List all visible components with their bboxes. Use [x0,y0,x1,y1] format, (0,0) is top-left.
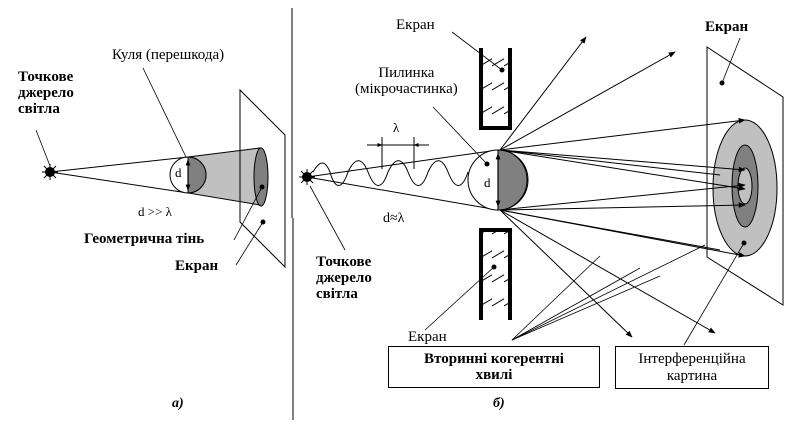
secondary-waves-line2: хвилі [475,367,513,383]
wavelength-marker [367,137,429,169]
geometric-shadow [253,147,269,207]
screen-right-label: Екран [705,19,749,35]
secondary-waves-box: Вторинні когерентні хвилі [388,346,600,388]
point-source-icon-b [299,169,315,185]
interference-box: Інтерференційна картина [615,346,769,389]
ray-bottom-b [306,176,499,211]
leader-particle [432,106,488,165]
screen-bottom-label: Екран [408,329,447,345]
diameter-label-a: d [175,165,182,180]
secondary-waves-line1: Вторинні когерентні [424,350,564,367]
panel-b [299,31,784,346]
source-label-a-line2: джерело [18,84,74,101]
interference-line1: Інтерференційна [638,351,746,367]
ray-bottom-a [49,171,189,194]
particle-shadow-half [497,149,528,211]
source-label-a: Точкове джерело світла [18,69,74,117]
leader-shadow [233,186,263,241]
source-label-b-line1: Точкове [316,254,372,270]
interference-line2: картина [666,367,718,384]
source-label-b-line2: джерело [316,269,372,286]
secondary-rays-bottom [499,182,746,338]
diameter-label-b: d [484,175,491,190]
leader-screen-bottom [424,266,495,331]
source-label-a-line1: Точкове [18,69,74,85]
particle-label: Пилинка (мікрочастинка) [355,65,458,98]
condition-label-b: d≈λ [383,211,405,226]
leader-source-a [35,129,51,167]
screen-label-a: Екран [175,258,219,274]
leader-screen-right [721,37,741,84]
sphere-shadow-half [187,156,207,194]
particle-label-line1: Пилинка [378,65,435,81]
ray-top-b [306,149,499,178]
condition-label-a: d >> λ [138,204,172,219]
leader-secondary-waves [511,244,706,341]
light-wave [312,160,469,186]
source-label-b-line3: світла [316,285,358,302]
shadow-label: Геометрична тінь [84,231,205,247]
source-label-b: Точкове джерело світла [316,254,372,302]
screen-top-label: Екран [396,17,435,33]
leader-source-b [309,185,346,251]
obstacle-label: Куля (перешкода) [112,47,225,63]
leader-interference [683,242,745,346]
particle-label-line2: (мікрочастинка) [355,80,458,97]
panel-divider [291,8,294,420]
leader-sphere [142,67,187,158]
wavelength-label: λ [393,120,400,135]
ray-top-a [49,156,189,173]
slit-screen-top [480,48,510,128]
caption-a: а) [172,396,184,411]
source-label-a-line3: світла [18,100,60,117]
panel-a [35,67,286,269]
secondary-rays-top [499,36,746,191]
caption-b: б) [493,396,505,411]
point-source-icon-a [42,164,58,180]
slit-screen-bottom [480,230,510,320]
leader-screen-top [451,31,503,71]
leader-screen-a [235,221,264,266]
